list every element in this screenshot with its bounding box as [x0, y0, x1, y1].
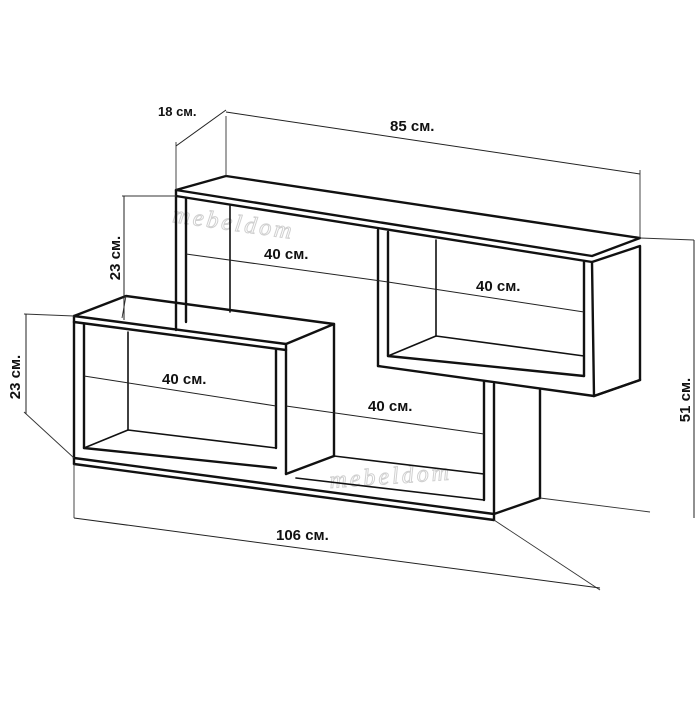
shelf-drawing	[72, 174, 642, 522]
dimension-lines	[23, 109, 695, 591]
depth-label: 18 см.	[158, 104, 197, 119]
upper-right-box	[376, 228, 642, 398]
lower-left-width-label: 40 см.	[162, 371, 206, 388]
lower-left-box	[72, 294, 336, 476]
upper-left-width-label: 40 см.	[264, 246, 308, 263]
total-width-label: 106 см.	[276, 527, 329, 544]
top-width-label: 85 см.	[390, 118, 434, 135]
watermark-top: mebeldom	[171, 202, 296, 245]
dimension-labels: 18 см. 85 см. 106 см. 51 см. 23 см. 23 с…	[7, 104, 694, 544]
upper-left-height-label: 23 см.	[107, 236, 124, 280]
right-riser	[482, 380, 542, 516]
upper-right-width-label: 40 см.	[476, 278, 520, 295]
lower-right-width-label: 40 см.	[368, 398, 412, 415]
total-height-label: 51 см.	[677, 378, 694, 422]
upper-left-column	[174, 194, 231, 332]
bottom-board	[72, 454, 496, 522]
lower-left-height-label: 23 см.	[7, 355, 24, 399]
